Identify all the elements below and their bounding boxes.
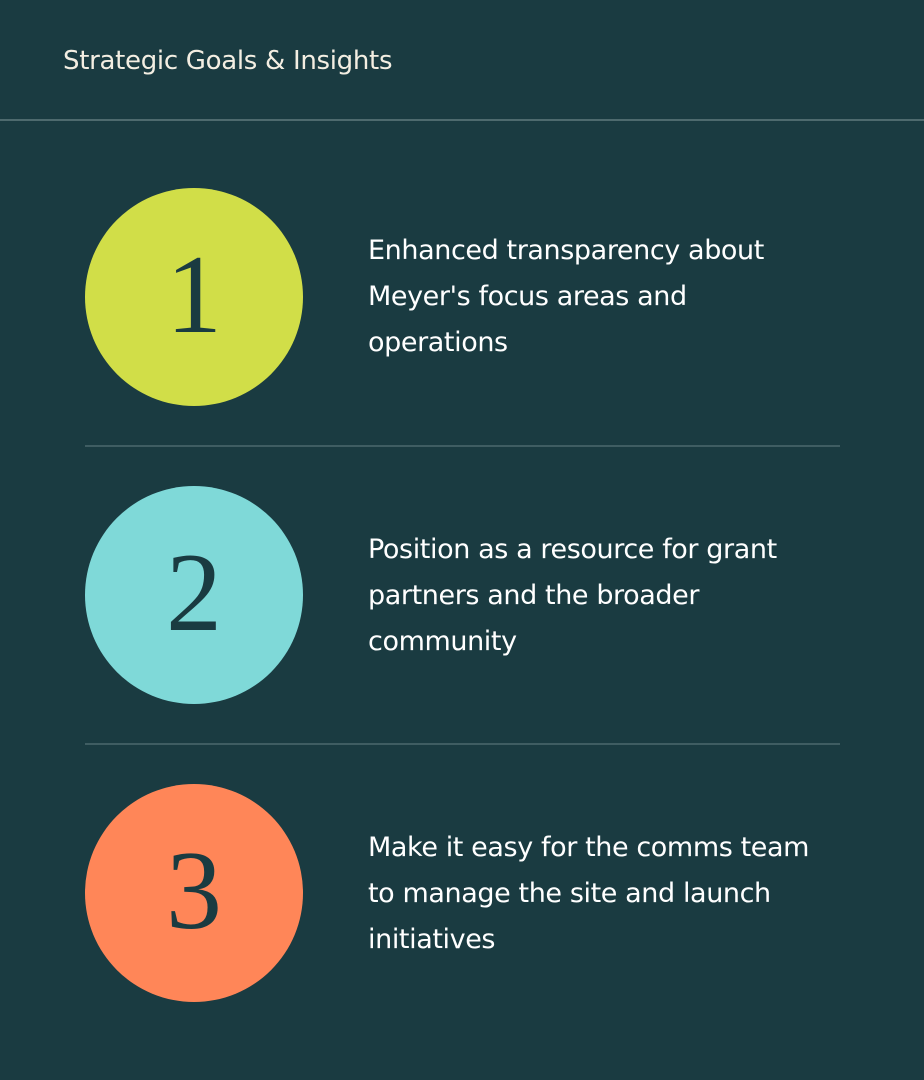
goal-number: 3	[166, 829, 222, 953]
goal-item-3: 3 Make it easy for the comms team to man…	[0, 784, 924, 1002]
divider	[85, 743, 840, 745]
goal-number: 2	[166, 531, 222, 655]
number-circle: 1	[85, 188, 303, 406]
goal-text: Enhanced transparency about Meyer's focu…	[368, 235, 764, 358]
number-circle: 3	[85, 784, 303, 1002]
goal-text: Make it easy for the comms team to manag…	[368, 832, 810, 955]
divider	[85, 445, 840, 447]
page-title: Strategic Goals & Insights	[63, 46, 393, 76]
goal-item-1: 1 Enhanced transparency about Meyer's fo…	[0, 188, 924, 406]
number-circle: 2	[85, 486, 303, 704]
header: Strategic Goals & Insights	[0, 0, 924, 121]
goal-text: Position as a resource for grant partner…	[368, 534, 777, 657]
header-divider	[0, 119, 924, 121]
goal-number: 1	[166, 233, 222, 357]
goal-item-2: 2 Position as a resource for grant partn…	[0, 486, 924, 704]
